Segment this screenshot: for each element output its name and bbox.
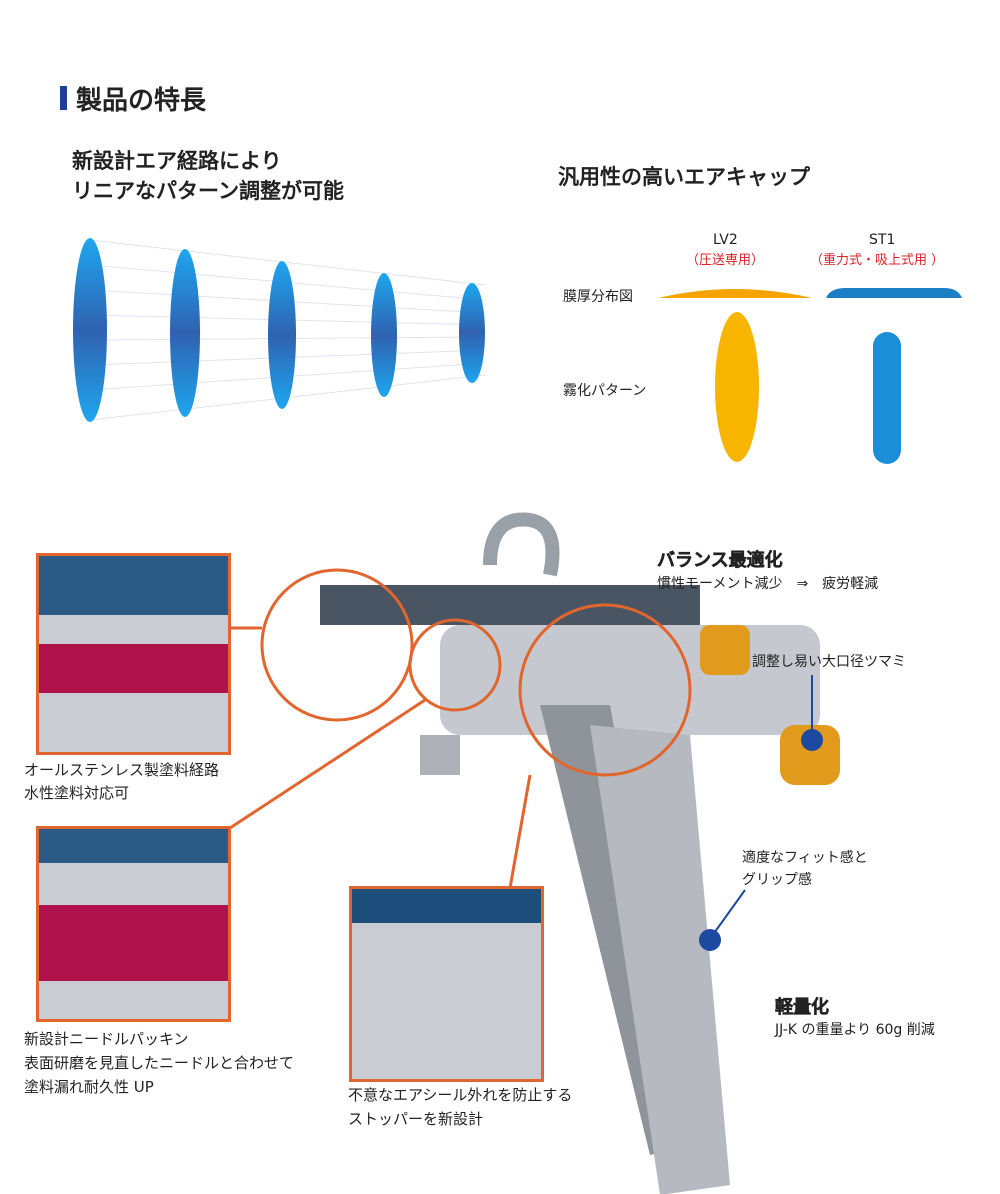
fit-line2: グリップ感 xyxy=(742,872,812,888)
st1-name: ST1 xyxy=(869,232,896,248)
pattern-title-line2: リニアなパターン調整が可能 xyxy=(72,179,344,203)
spray-ellipse-1 xyxy=(73,238,107,422)
packing-line2: 表面研磨を見直したニードルと合わせて xyxy=(24,1054,295,1072)
aircap-diagrams xyxy=(658,288,962,464)
film-thickness-label: 膜厚分布図 xyxy=(563,289,633,305)
stainless-line2: 水性塗料対応可 xyxy=(24,784,130,802)
lv2-name: LV2 xyxy=(713,232,738,248)
light-title: 軽量化 xyxy=(775,997,830,1019)
st1-pattern xyxy=(873,332,901,464)
fit-line1: 適度なフィット感と xyxy=(742,850,868,866)
aircap-title: 汎用性の高いエアキャップ xyxy=(558,165,810,189)
packing-line1: 新設計ニードルパッキン xyxy=(24,1030,189,1048)
inset-needle-packing xyxy=(36,826,231,1022)
spray-ellipse-5 xyxy=(459,283,485,383)
page-heading: 製品の特長 xyxy=(76,86,207,116)
spray-ellipse-4 xyxy=(371,273,397,397)
balance-text: 慣性モーメント減少 ⇒ 疲労軽減 xyxy=(657,576,879,592)
pattern-title-line1: 新設計エア経路により xyxy=(72,149,282,173)
lv2-usage: （圧送専用） xyxy=(686,253,765,268)
inset-stopper xyxy=(349,886,544,1082)
stainless-line1: オールステンレス製塗料経路 xyxy=(24,761,220,779)
stopper-line2: ストッパーを新設計 xyxy=(348,1110,484,1128)
spray-gun-illustration xyxy=(320,512,840,1194)
stopper-line1: 不意なエアシール外れを防止する xyxy=(348,1086,573,1104)
st1-usage: （重力式・吸上式用 ） xyxy=(810,253,945,268)
balance-title: バランス最適化 xyxy=(657,550,783,572)
lv2-pattern xyxy=(715,312,759,462)
st1-film-profile xyxy=(826,288,962,298)
spray-ellipse-3 xyxy=(268,261,296,409)
lv2-film-profile xyxy=(658,289,812,298)
atomization-label: 霧化パターン xyxy=(563,383,647,399)
knob-callout: 調整し易い大口径ツマミ xyxy=(752,654,906,670)
inset-fluid-passage xyxy=(36,553,231,755)
packing-line3: 塗料漏れ耐久性 UP xyxy=(24,1078,154,1096)
spray-pattern-illustration xyxy=(73,238,486,422)
spray-ellipse-2 xyxy=(170,249,200,417)
heading-marker xyxy=(60,86,67,110)
light-text: JJ-K の重量より 60g 削減 xyxy=(775,1022,935,1038)
